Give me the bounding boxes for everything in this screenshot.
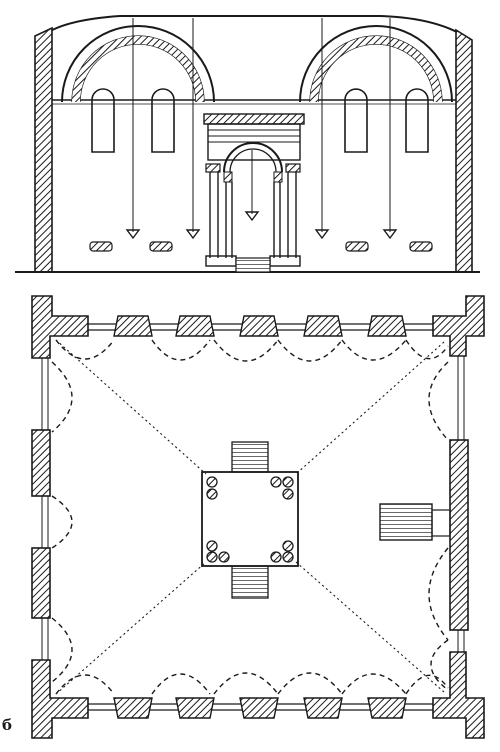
plan-bottom-wall xyxy=(31,651,485,739)
right-wall-section xyxy=(455,28,473,273)
figure-letter: б xyxy=(2,716,13,734)
right-vault-arch xyxy=(299,25,453,103)
roof-line xyxy=(39,15,471,41)
diagonal-rib-lines xyxy=(55,339,445,695)
windows-left xyxy=(91,88,175,153)
hanging-lamps xyxy=(125,18,398,240)
plan-right-wall xyxy=(379,356,469,652)
left-wall-section xyxy=(34,26,53,273)
plan-view xyxy=(31,295,485,739)
left-vault-arch xyxy=(61,25,215,103)
plan-ciborium xyxy=(201,441,299,599)
plan-top-wall xyxy=(31,295,485,359)
vault-dashed-curves xyxy=(51,339,449,695)
plan-left-wall xyxy=(31,358,51,660)
section-view xyxy=(15,15,480,273)
floor-vents xyxy=(89,241,433,252)
windows-right xyxy=(344,88,429,153)
side-stair xyxy=(379,503,433,541)
ciborium xyxy=(203,113,305,273)
